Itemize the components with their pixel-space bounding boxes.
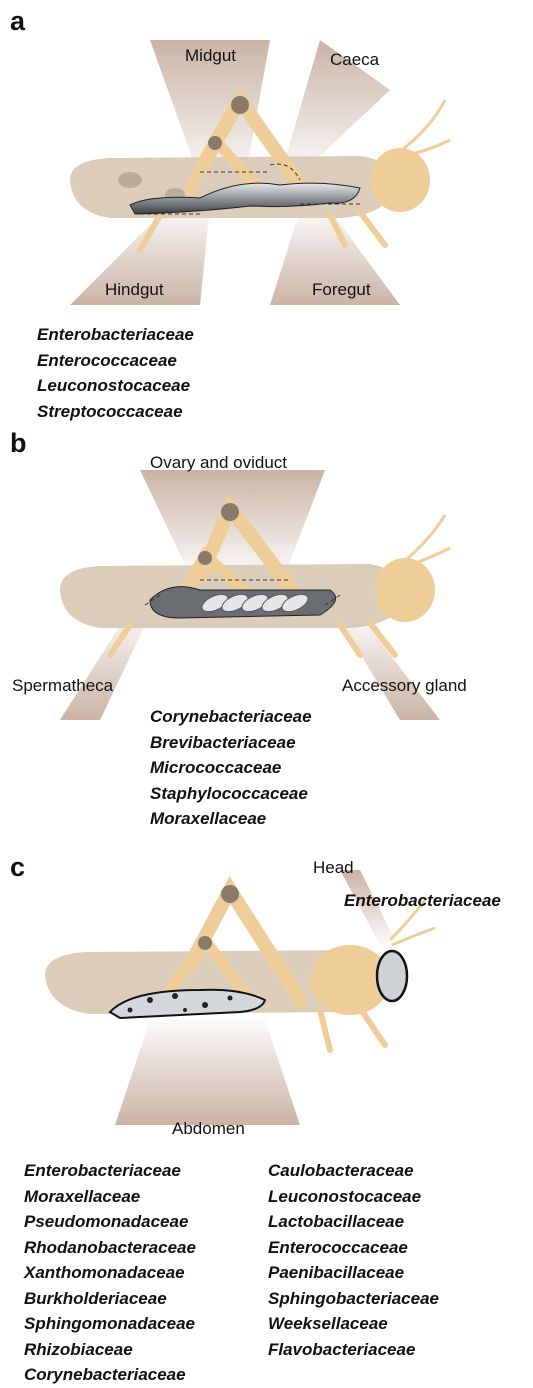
label-abdomen: Abdomen bbox=[172, 1119, 245, 1139]
panel-a-illustration bbox=[0, 0, 533, 320]
taxon-item: Corynebacteriaceae bbox=[24, 1362, 196, 1388]
taxon-item: Brevibacteriaceae bbox=[150, 730, 312, 756]
label-foregut: Foregut bbox=[312, 280, 371, 300]
panel-c-taxa-left: Enterobacteriaceae Moraxellaceae Pseudom… bbox=[24, 1158, 196, 1388]
taxon-item: Caulobacteraceae bbox=[268, 1158, 439, 1184]
taxon-item: Enterobacteriaceae bbox=[37, 322, 194, 348]
taxon-item: Enterococcaceae bbox=[37, 348, 194, 374]
head-organ bbox=[377, 951, 407, 1001]
label-caeca: Caeca bbox=[330, 50, 379, 70]
panel-c-taxa-right: Caulobacteraceae Leuconostocaceae Lactob… bbox=[268, 1158, 439, 1362]
panel-b-taxa-list: Corynebacteriaceae Brevibacteriaceae Mic… bbox=[150, 704, 312, 832]
taxon-item: Burkholderiaceae bbox=[24, 1286, 196, 1312]
taxon-item: Moraxellaceae bbox=[24, 1184, 196, 1210]
label-hindgut: Hindgut bbox=[105, 280, 164, 300]
taxon-item: Micrococcaceae bbox=[150, 755, 312, 781]
taxon-item: Rhodanobacteraceae bbox=[24, 1235, 196, 1261]
taxon-item: Staphylococcaceae bbox=[150, 781, 312, 807]
taxon-item: Leuconostocaceae bbox=[268, 1184, 439, 1210]
label-head: Head bbox=[313, 858, 354, 878]
label-spermatheca: Spermatheca bbox=[12, 676, 113, 696]
label-ovary-oviduct: Ovary and oviduct bbox=[150, 453, 287, 473]
taxon-item: Enterobacteriaceae bbox=[344, 888, 501, 914]
taxon-item: Flavobacteriaceae bbox=[268, 1337, 439, 1363]
label-accessory-gland: Accessory gland bbox=[342, 676, 467, 696]
taxon-item: Paenibacillaceae bbox=[268, 1260, 439, 1286]
taxon-item: Leuconostocaceae bbox=[37, 373, 194, 399]
taxon-item: Xanthomonadaceae bbox=[24, 1260, 196, 1286]
taxon-item: Sphingobacteriaceae bbox=[268, 1286, 439, 1312]
accessory-gland-beam bbox=[340, 615, 440, 720]
taxon-item: Rhizobiaceae bbox=[24, 1337, 196, 1363]
taxon-item: Enterococcaceae bbox=[268, 1235, 439, 1261]
taxon-item: Streptococcaceae bbox=[37, 399, 194, 425]
taxon-item: Enterobacteriaceae bbox=[24, 1158, 196, 1184]
taxon-item: Corynebacteriaceae bbox=[150, 704, 312, 730]
taxon-item: Sphingomonadaceae bbox=[24, 1311, 196, 1337]
head-taxa-list: Enterobacteriaceae bbox=[344, 888, 501, 914]
locust-a bbox=[70, 96, 450, 250]
label-midgut: Midgut bbox=[185, 46, 236, 66]
taxon-item: Lactobacillaceae bbox=[268, 1209, 439, 1235]
taxon-item: Moraxellaceae bbox=[150, 806, 312, 832]
panel-a-taxa-list: Enterobacteriaceae Enterococcaceae Leuco… bbox=[37, 322, 194, 424]
abdomen-beam bbox=[115, 1020, 300, 1125]
taxon-item: Pseudomonadaceae bbox=[24, 1209, 196, 1235]
taxon-item: Weeksellaceae bbox=[268, 1311, 439, 1337]
